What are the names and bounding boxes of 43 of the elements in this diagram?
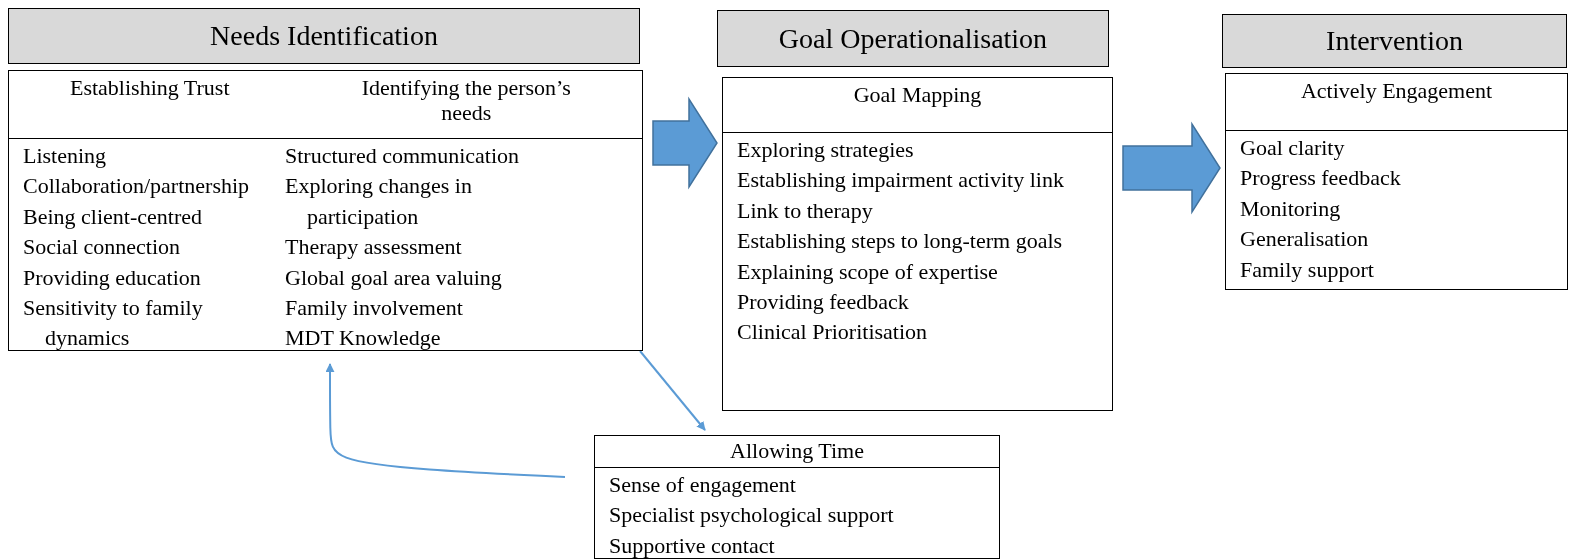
list-item: Supportive contact (609, 531, 775, 560)
column-heading: Actively Engagement (1299, 77, 1494, 105)
list-item: Social connection (23, 233, 180, 262)
list-item: Listening (23, 142, 107, 170)
list-item: Sensitivity to family dynamics (23, 294, 204, 353)
list-item: Sense of engagement (609, 471, 796, 499)
theme-card (594, 435, 1000, 559)
stage-header: Goal Operationalisation (717, 10, 1109, 67)
list-item: Providing feedback (737, 288, 909, 317)
list-item: Goal clarity (1240, 134, 1345, 162)
list-item: Explaining scope of expertise (737, 257, 998, 286)
theme-card (1225, 73, 1568, 290)
column-heading: Goal Mapping (852, 81, 983, 109)
arrow (325, 363, 566, 478)
list-item: Specialist psychological support (609, 501, 894, 530)
list-item: Establishing steps to long-term goals (737, 227, 1063, 256)
list-item: Family support (1240, 255, 1374, 284)
list-item: Family involvement (285, 294, 463, 323)
block-arrow (652, 96, 718, 190)
list-item: Therapy assessment (285, 233, 462, 262)
list-item: Providing education (23, 263, 201, 292)
column-heading: Allowing Time (729, 437, 865, 465)
theme-card (722, 77, 1113, 411)
list-item: Exploring strategies (737, 136, 914, 164)
list-item: Progress feedback (1240, 164, 1401, 193)
list-item: Generalisation (1240, 225, 1369, 254)
column-heading: Establishing Trust (68, 74, 231, 102)
block-arrow (1122, 121, 1221, 215)
list-item: Exploring changes in participation (285, 172, 473, 231)
stage-header: Needs Identification (8, 8, 640, 64)
list-item: Collaboration/partnership (23, 172, 250, 201)
list-item: Global goal area valuing (285, 263, 502, 292)
list-item: Clinical Prioritisation (737, 318, 928, 347)
list-item: Establishing impairment activity link (737, 166, 1064, 195)
list-item: Being client-centred (23, 202, 202, 231)
stage-header: Intervention (1222, 14, 1567, 68)
list-item: Structured communication (285, 142, 519, 170)
list-item: Link to therapy (737, 196, 873, 225)
column-heading: Identifying the person’s needs (360, 74, 572, 127)
arrow (639, 350, 706, 431)
list-item: Monitoring (1240, 194, 1341, 223)
list-item: MDT Knowledge (285, 324, 441, 353)
theme-card (8, 70, 643, 351)
